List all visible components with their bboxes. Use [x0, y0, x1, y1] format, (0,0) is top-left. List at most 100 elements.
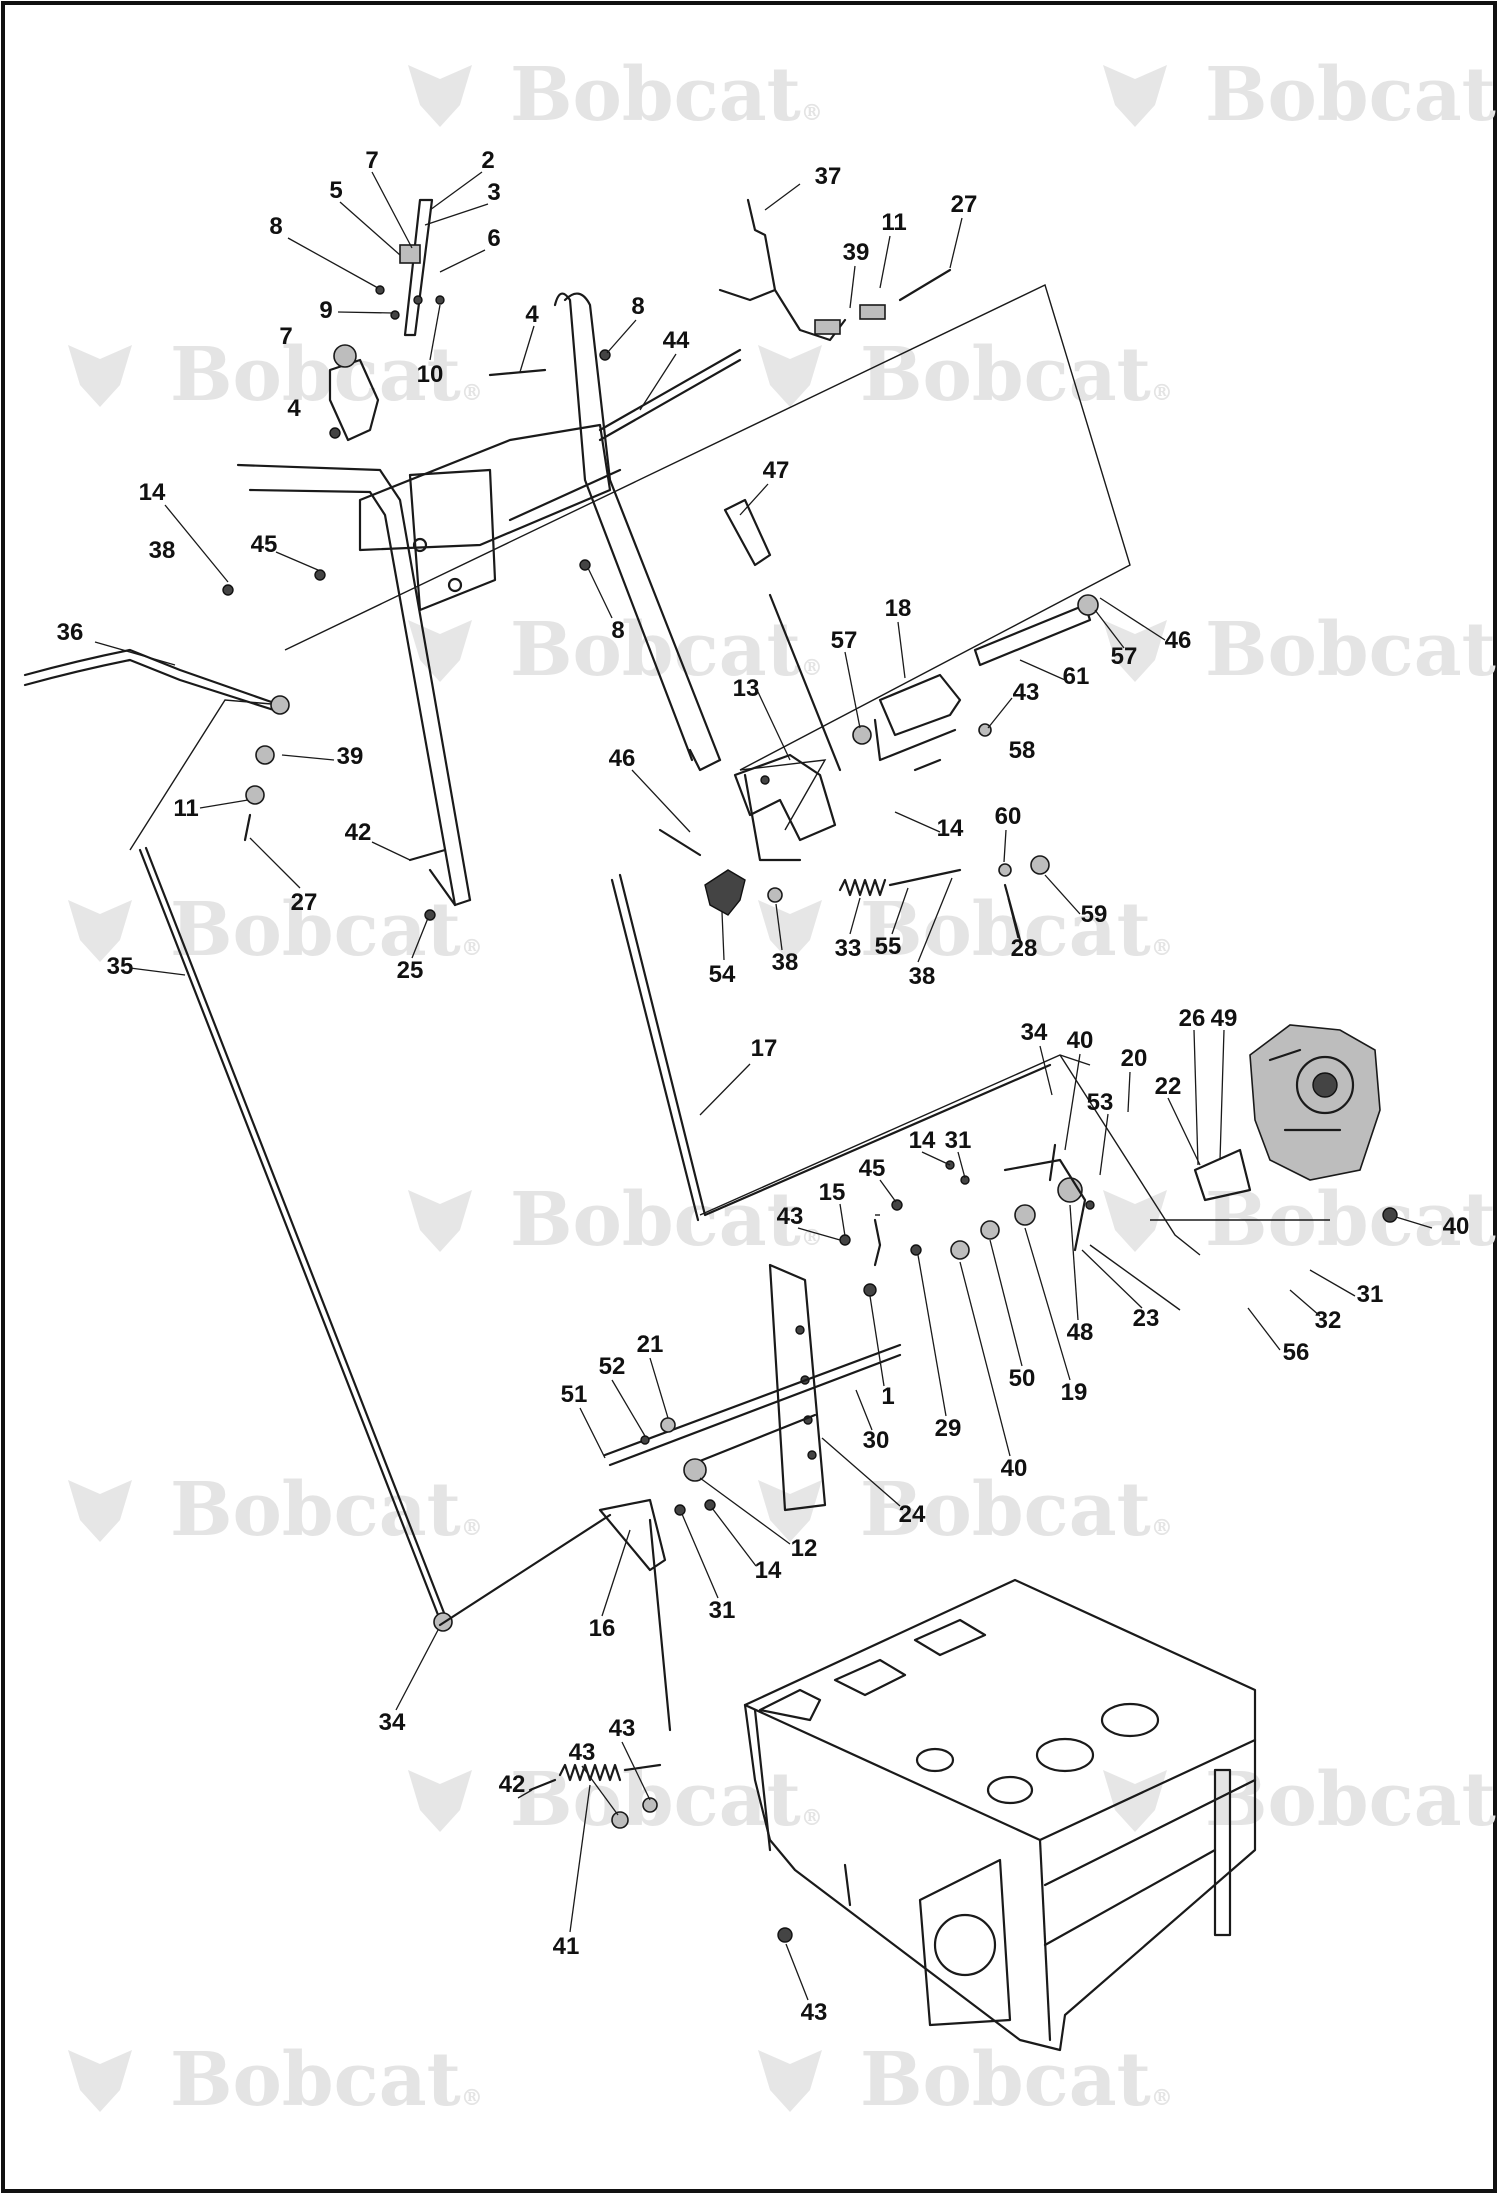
callout: 12	[791, 1535, 818, 1562]
callout: 8	[269, 213, 282, 240]
callout: 45	[859, 1155, 886, 1182]
carburetor	[1249, 1024, 1381, 1181]
callout: 29	[935, 1415, 962, 1442]
callout: 38	[772, 949, 799, 976]
callout: 43	[801, 1999, 828, 2026]
callout: 23	[1133, 1305, 1160, 1332]
callout: 43	[609, 1715, 636, 1742]
handle-reference-box	[284, 284, 1131, 771]
svg-text:Bobcat®: Bobcat®	[170, 1467, 483, 1553]
knob-54	[704, 869, 746, 916]
callout: 61	[1063, 663, 1090, 690]
callout: 31	[945, 1127, 972, 1154]
callout: 36	[57, 619, 84, 646]
callout: 17	[751, 1035, 778, 1062]
svg-text:Bobcat®: Bobcat®	[860, 2037, 1173, 2123]
callout: 14	[937, 815, 964, 842]
handle-tube-left	[236, 463, 472, 902]
cable-36	[23, 648, 282, 707]
callout: 7	[365, 147, 378, 174]
svg-text:Bobcat®: Bobcat®	[510, 1757, 823, 1843]
svg-text:Bobcat®: Bobcat®	[170, 2037, 483, 2123]
callout: 40	[1067, 1027, 1094, 1054]
rod-17	[618, 873, 1052, 1217]
callout: 14	[909, 1127, 936, 1154]
svg-text:Bobcat®: Bobcat®	[510, 607, 823, 693]
callout: 60	[995, 803, 1022, 830]
callout: 2	[481, 147, 494, 174]
watermark-layer: Bobcat® Bobcat® Bobcat® Bobcat® Bobcat® …	[68, 52, 1498, 2123]
callout: 39	[337, 743, 364, 770]
callout: 6	[487, 225, 500, 252]
callout: 31	[709, 1597, 736, 1624]
callout: 43	[777, 1203, 804, 1230]
svg-text:Bobcat®: Bobcat®	[510, 52, 823, 138]
callout: 54	[709, 961, 736, 988]
callout: 19	[1061, 1379, 1088, 1406]
callout: 8	[631, 293, 644, 320]
spring-33	[838, 878, 887, 897]
spring-41	[528, 1763, 662, 1792]
control-panel	[358, 423, 612, 552]
svg-text:Bobcat®: Bobcat®	[860, 1467, 1173, 1553]
cable-37	[718, 288, 847, 342]
callout: 30	[863, 1427, 890, 1454]
callout: 4	[525, 301, 539, 328]
callout: 11	[173, 795, 198, 822]
callout: 5	[329, 177, 342, 204]
callout-labels: 7 2 3 5 8 6 9 10 4 8 44 7 4 37 11 27 39 …	[57, 147, 1470, 2026]
callout: 33	[835, 935, 862, 962]
bracket-18	[878, 673, 962, 737]
callout: 44	[663, 327, 690, 354]
lever-16	[598, 1498, 667, 1572]
rod-35	[138, 848, 442, 1622]
callout: 34	[379, 1709, 406, 1736]
callout: 27	[951, 191, 978, 218]
bracket-13	[733, 753, 837, 842]
callout: 22	[1155, 1073, 1182, 1100]
grip-47	[723, 498, 772, 567]
svg-text:Bobcat®: Bobcat®	[860, 332, 1173, 418]
callout: 42	[499, 1771, 526, 1798]
callout: 20	[1121, 1045, 1148, 1072]
callout: 28	[1011, 935, 1038, 962]
callout: 37	[815, 163, 842, 190]
exploded-assembly-drawing	[23, 198, 1398, 2052]
callout: 16	[589, 1615, 616, 1642]
callout: 56	[1283, 1339, 1310, 1366]
callout: 43	[1013, 679, 1040, 706]
svg-text:Bobcat®: Bobcat®	[1205, 607, 1498, 693]
callout: 43	[569, 1739, 596, 1766]
callout: 21	[637, 1331, 664, 1358]
shaft-51	[603, 1343, 902, 1457]
callout: 7	[279, 323, 292, 350]
callout: 55	[875, 933, 902, 960]
callout: 50	[1009, 1365, 1036, 1392]
callout: 1	[881, 1383, 894, 1410]
callout: 25	[397, 957, 424, 984]
callout: 27	[291, 889, 318, 916]
svg-text:Bobcat®: Bobcat®	[860, 887, 1173, 973]
shaft-61	[973, 603, 1092, 667]
shaft-44	[598, 348, 742, 432]
callout: 45	[251, 531, 278, 558]
svg-text:Bobcat®: Bobcat®	[170, 887, 483, 973]
leader-lines	[94, 171, 1433, 2001]
callout: 57	[831, 627, 858, 654]
callout: 41	[553, 1933, 580, 1960]
callout: 9	[319, 297, 332, 324]
callout: 11	[881, 209, 906, 236]
callout: 34	[1021, 1019, 1048, 1046]
svg-text:Bobcat®: Bobcat®	[1205, 1757, 1498, 1843]
callout: 15	[819, 1179, 846, 1206]
callout: 40	[1001, 1455, 1028, 1482]
callout: 39	[843, 239, 870, 266]
callout: 3	[487, 179, 500, 206]
callout: 35	[107, 953, 134, 980]
callout: 59	[1081, 901, 1108, 928]
callout: 26	[1179, 1005, 1206, 1032]
callout: 18	[885, 595, 912, 622]
callout: 46	[1165, 627, 1192, 654]
callout: 32	[1315, 1307, 1342, 1334]
